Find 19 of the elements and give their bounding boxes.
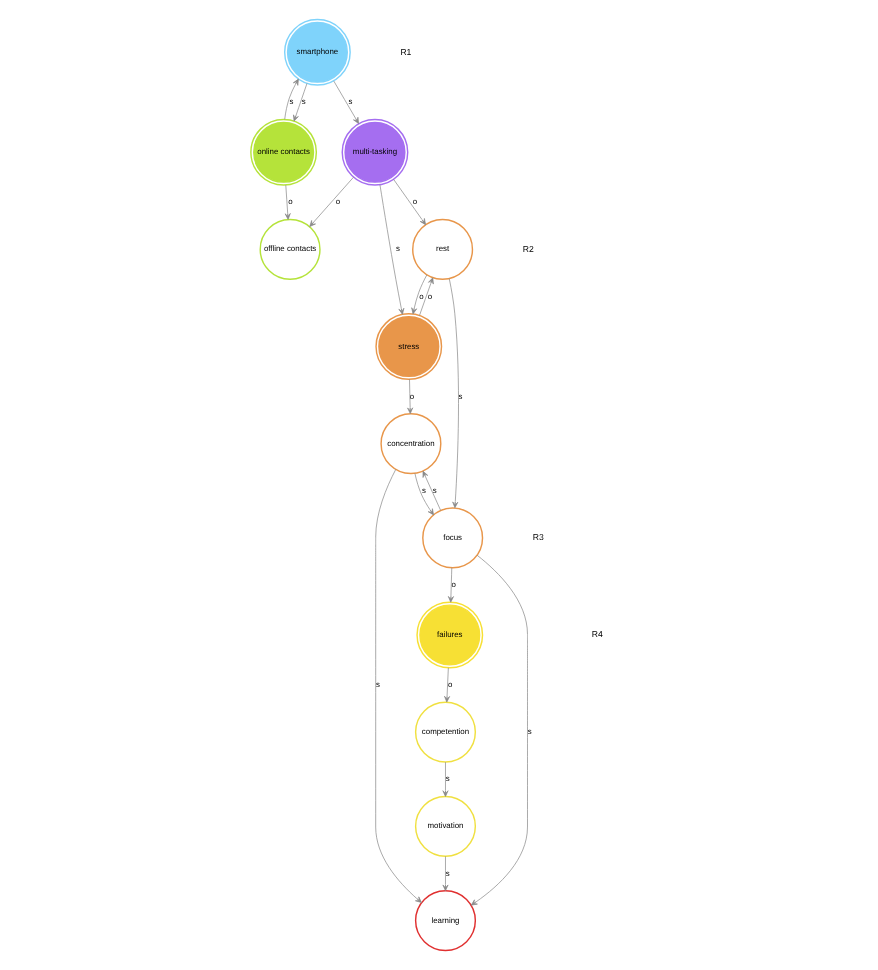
arrow (419, 277, 434, 316)
arrow (470, 554, 528, 906)
arrow (442, 761, 449, 797)
arrow (375, 469, 422, 903)
arrow (379, 184, 405, 315)
arrow (284, 78, 299, 120)
arrow (284, 184, 291, 220)
arrow (414, 473, 434, 516)
arrow (393, 179, 426, 225)
arrow (293, 83, 308, 122)
arrow (411, 274, 428, 315)
arrow (442, 856, 449, 892)
arrow (422, 470, 441, 511)
arrow (448, 278, 459, 509)
arrow (407, 379, 414, 414)
arrow (309, 176, 354, 227)
arrow (444, 667, 450, 703)
arrow (447, 567, 454, 603)
arrow (333, 80, 359, 124)
